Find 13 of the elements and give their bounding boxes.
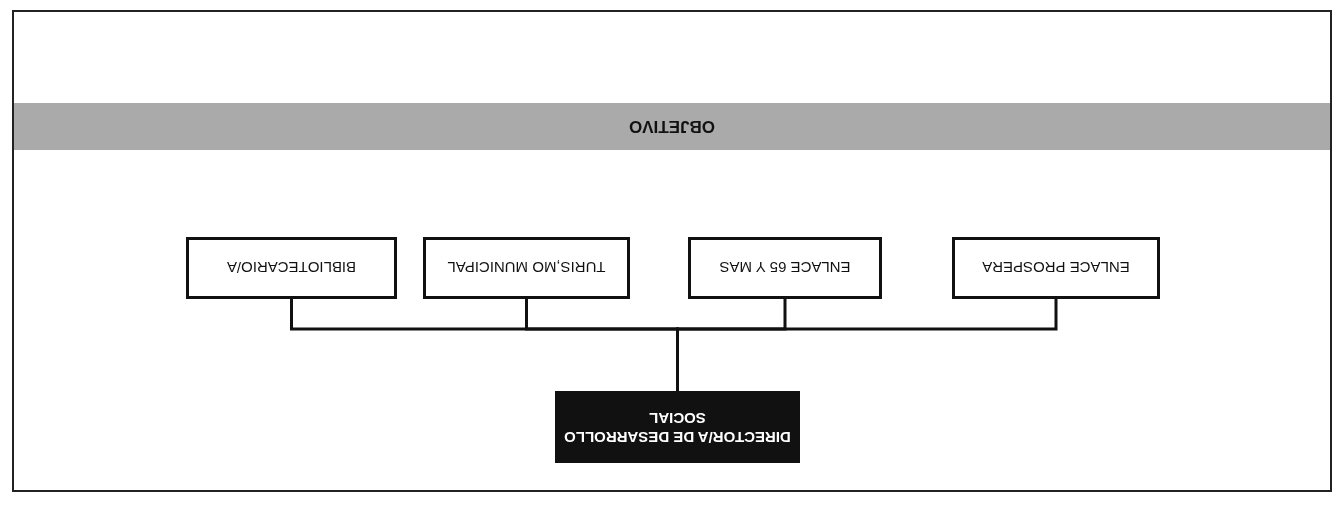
org-box <box>423 237 630 299</box>
objective-band <box>14 103 1330 150</box>
org-box <box>952 237 1160 299</box>
node-label: DIRECTOR/A DE DESARROLLO SOCIAL <box>563 409 792 446</box>
node-label: ENLACE 65 Y MAS <box>718 259 852 277</box>
node-label: BIBLIOTECARIO/A <box>225 259 358 277</box>
node-label: TURIS,MO MUNICIPAL <box>446 259 607 277</box>
org-box <box>186 237 397 299</box>
connector-line <box>290 299 679 391</box>
node-label: ENLACE PROSPERA <box>981 259 1131 277</box>
director-box <box>555 391 800 463</box>
org-box <box>688 237 882 299</box>
section-heading: OBJETIVO <box>628 116 716 137</box>
